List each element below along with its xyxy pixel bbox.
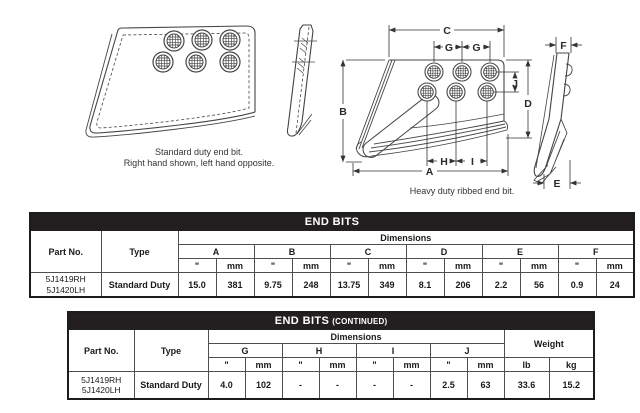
value-cell: 0.9 xyxy=(557,272,597,298)
dim-label-a: A xyxy=(426,166,434,178)
dim-col-header-i: I xyxy=(355,343,431,358)
dimension-lines xyxy=(340,25,582,189)
unit-header-mm: mm xyxy=(215,258,255,273)
col-header-dimensions: Dimensions xyxy=(177,230,635,245)
unit-header-inch: " xyxy=(429,357,468,372)
dim-label-c: C xyxy=(443,25,451,37)
dim-label-j: J xyxy=(512,78,518,90)
unit-header-mm: mm xyxy=(244,357,283,372)
dim-col-header-j: J xyxy=(429,343,505,358)
value-cell: 248 xyxy=(291,272,331,298)
value-cell: 8.1 xyxy=(405,272,445,298)
heavy-duty-end-bit-drawing xyxy=(355,52,573,185)
dim-label-g2: G xyxy=(472,42,480,54)
dim-label-g1: G xyxy=(445,42,453,54)
dim-label-d: D xyxy=(524,98,532,110)
end-bits-title: END BITS xyxy=(29,212,635,231)
unit-header-inch: " xyxy=(557,258,597,273)
weight-cell: 15.2 xyxy=(548,371,595,400)
value-cell: 2.5 xyxy=(429,371,468,400)
unit-header-kg: kg xyxy=(548,357,595,372)
dim-col-header-d: D xyxy=(405,244,483,259)
unit-header-inch: " xyxy=(405,258,445,273)
unit-header-mm: mm xyxy=(519,258,559,273)
dim-label-f: F xyxy=(560,40,567,52)
part-no-cell: 5J1419RH 5J1420LH xyxy=(67,371,135,400)
unit-header-inch: " xyxy=(207,357,246,372)
value-cell: 9.75 xyxy=(253,272,293,298)
value-cell: 24 xyxy=(595,272,635,298)
end-bits-continued-table: END BITS(CONTINUED) Part No. Type Dimens… xyxy=(67,311,596,400)
heavy-caption: Heavy duty ribbed end bit. xyxy=(410,186,515,196)
value-cell: 63 xyxy=(466,371,505,400)
value-cell: 381 xyxy=(215,272,255,298)
unit-header-mm: mm xyxy=(443,258,483,273)
value-cell: 13.75 xyxy=(329,272,369,298)
dim-col-header-h: H xyxy=(281,343,357,358)
unit-header-inch: " xyxy=(253,258,293,273)
standard-duty-end-bit-drawing xyxy=(85,24,317,138)
dim-col-header-f: F xyxy=(557,244,635,259)
unit-header-inch: " xyxy=(481,258,521,273)
unit-header-inch: " xyxy=(329,258,369,273)
standard-caption-line2: Right hand shown, left hand opposite. xyxy=(124,158,275,168)
value-cell: 56 xyxy=(519,272,559,298)
unit-header-mm: mm xyxy=(318,357,357,372)
dim-label-h: H xyxy=(440,156,448,168)
type-cell: Standard Duty xyxy=(133,371,209,400)
dim-col-header-e: E xyxy=(481,244,559,259)
value-cell: - xyxy=(392,371,431,400)
value-cell: - xyxy=(318,371,357,400)
unit-header-inch: " xyxy=(355,357,394,372)
end-bits-continued-title: END BITS(CONTINUED) xyxy=(67,311,595,330)
value-cell: 4.0 xyxy=(207,371,246,400)
dim-col-header-b: B xyxy=(253,244,331,259)
dim-label-i: I xyxy=(471,156,474,168)
col-header-type: Type xyxy=(133,329,209,372)
end-bits-table: END BITS Part No. Type Dimensions A B C … xyxy=(29,212,636,298)
unit-header-mm: mm xyxy=(466,357,505,372)
unit-header-lb: lb xyxy=(503,357,550,372)
dim-col-header-g: G xyxy=(207,343,283,358)
value-cell: 206 xyxy=(443,272,483,298)
table-row: 5J1419RH 5J1420LH Standard Duty 15.0 381… xyxy=(29,272,635,298)
col-header-weight: Weight xyxy=(503,329,595,358)
type-cell: Standard Duty xyxy=(100,272,179,298)
diagram-area: C G G B J D H I A F E Standard duty end … xyxy=(85,24,582,196)
table-row: 5J1419RH 5J1420LH Standard Duty 4.0 102 … xyxy=(67,371,595,400)
dim-label-b: B xyxy=(339,106,347,118)
col-header-dimensions: Dimensions xyxy=(207,329,505,344)
unit-header-mm: mm xyxy=(367,258,407,273)
dimension-labels: C G G B J D H I A F E xyxy=(339,25,567,190)
unit-header-inch: " xyxy=(281,357,320,372)
col-header-part-no: Part No. xyxy=(67,329,135,372)
unit-header-mm: mm xyxy=(392,357,431,372)
value-cell: 15.0 xyxy=(177,272,217,298)
dim-label-e: E xyxy=(553,178,560,190)
value-cell: 102 xyxy=(244,371,283,400)
value-cell: - xyxy=(281,371,320,400)
dim-col-header-a: A xyxy=(177,244,255,259)
col-header-part-no: Part No. xyxy=(29,230,102,273)
value-cell: - xyxy=(355,371,394,400)
dim-col-header-c: C xyxy=(329,244,407,259)
unit-header-mm: mm xyxy=(595,258,635,273)
value-cell: 349 xyxy=(367,272,407,298)
part-no-cell: 5J1419RH 5J1420LH xyxy=(29,272,102,298)
standard-caption-line1: Standard duty end bit. xyxy=(155,147,243,157)
unit-header-mm: mm xyxy=(291,258,331,273)
weight-cell: 33.6 xyxy=(503,371,550,400)
unit-header-inch: " xyxy=(177,258,217,273)
value-cell: 2.2 xyxy=(481,272,521,298)
col-header-type: Type xyxy=(100,230,179,273)
